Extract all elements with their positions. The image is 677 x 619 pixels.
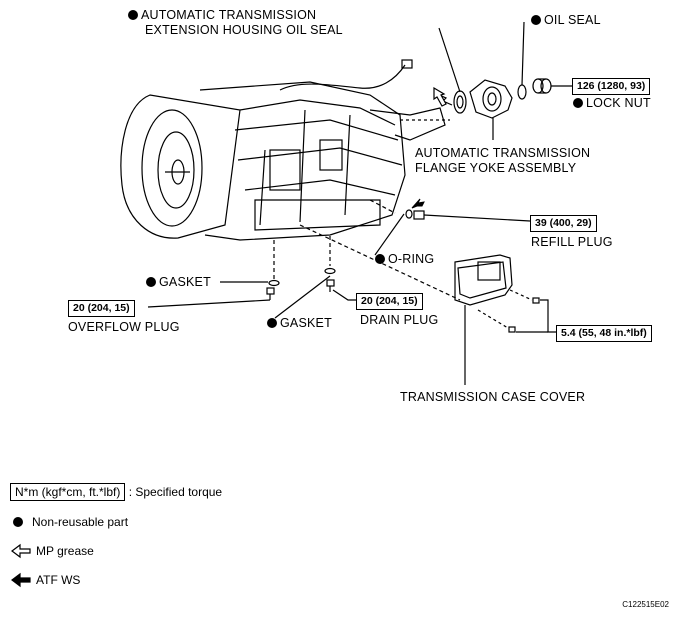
refill-plug-label: REFILL PLUG [531, 235, 613, 249]
non-reusable-dot-icon [267, 318, 277, 328]
case-cover-label: TRANSMISSION CASE COVER [400, 390, 586, 404]
flange-yoke-label: AUTOMATIC TRANSMISSION [415, 146, 591, 160]
case-cover-part [454, 254, 513, 385]
gasket-left-label: GASKET [146, 275, 211, 290]
oil-seal-label: OIL SEAL [531, 13, 601, 28]
mp-grease-marker [433, 86, 447, 107]
refill-plug-part [413, 210, 425, 220]
non-reusable-dot-icon [375, 254, 385, 264]
legend-icons [11, 543, 31, 588]
lock-nut-part [532, 78, 572, 94]
non-reusable-dot-icon [128, 10, 138, 20]
lock-nut-label: LOCK NUT [573, 96, 651, 111]
o-ring-label: O-RING [375, 252, 434, 267]
non-reusable-dot-icon [573, 98, 583, 108]
lock-nut-torque: 126 (1280, 93) [572, 78, 651, 95]
drain-plug-torque: 20 (204, 15) [356, 293, 423, 310]
non-reusable-dot-icon [13, 517, 23, 527]
flange-yoke-label-line2: FLANGE YOKE ASSEMBLY [415, 161, 577, 175]
flange-yoke-part [469, 79, 513, 140]
legend-non-reusable: Non-reusable part [10, 514, 128, 530]
gasket-left-part [268, 279, 280, 287]
atf-ws-marker [411, 198, 425, 209]
overflow-plug-torque: 20 (204, 15) [68, 300, 135, 317]
legend-torque: N*m (kgf*cm, ft.*lbf) : Specified torque [10, 483, 222, 501]
extension-oil-seal-part [438, 27, 467, 114]
legend-torque-desc: : Specified torque [128, 485, 223, 499]
legend-torque-unit: N*m (kgf*cm, ft.*lbf) [10, 483, 126, 501]
drain-plug-label: DRAIN PLUG [360, 313, 439, 327]
overflow-plug-label: OVERFLOW PLUG [68, 320, 180, 334]
o-ring-part [405, 209, 413, 219]
ext-housing-seal-label: AUTOMATIC TRANSMISSION [128, 8, 316, 23]
refill-plug-torque: 39 (400, 29) [530, 215, 597, 232]
legend-atf-ws: ATF WS [36, 573, 81, 587]
case-cover-bolts [477, 289, 556, 333]
gasket-right-label: GASKET [267, 316, 332, 331]
figure-id: C122515E02 [622, 600, 669, 609]
transmission-illustration [120, 59, 450, 241]
oil-seal-part [517, 84, 527, 100]
non-reusable-dot-icon [531, 15, 541, 25]
legend-mp-grease: MP grease [36, 544, 94, 558]
gasket-right-part [324, 267, 336, 275]
non-reusable-dot-icon [146, 277, 156, 287]
ext-housing-seal-label-line2: EXTENSION HOUSING OIL SEAL [145, 23, 343, 37]
case-cover-torque: 5.4 (55, 48 in.*lbf) [556, 325, 652, 342]
